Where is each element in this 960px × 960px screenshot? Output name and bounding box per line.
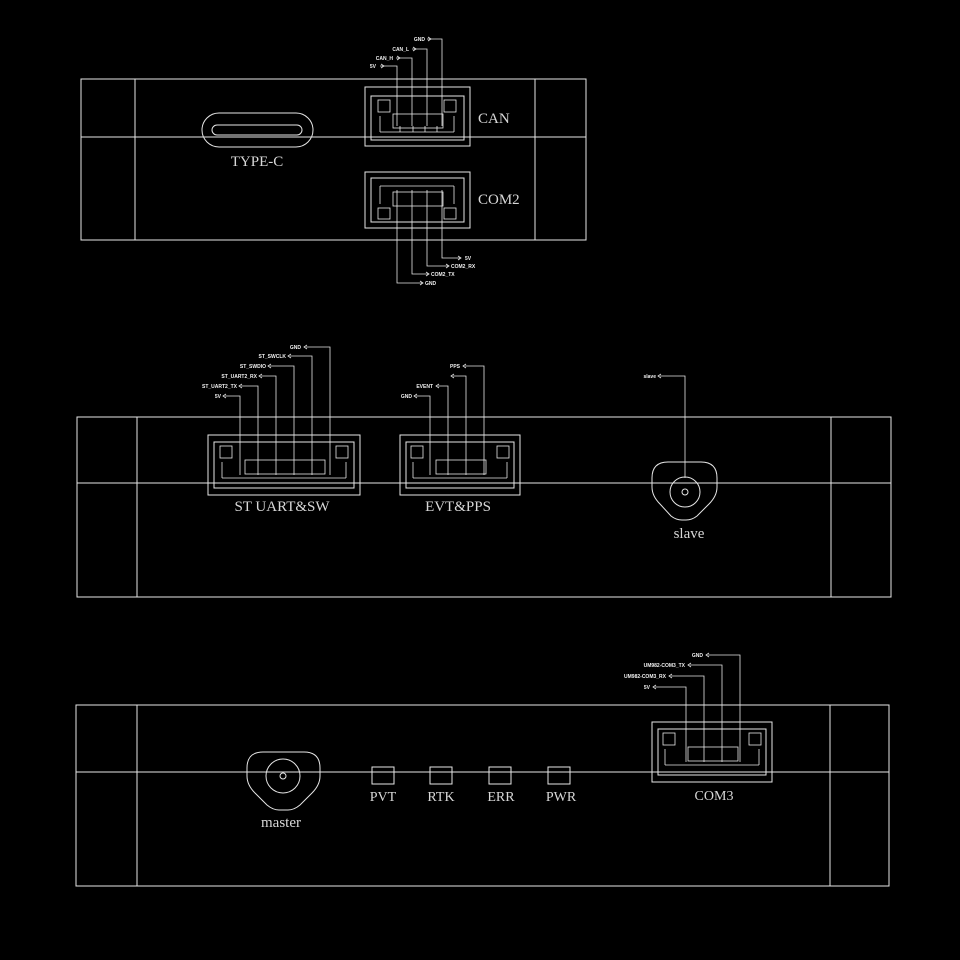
can-pin-can-h: CAN_H [376, 56, 394, 62]
led-rtk: RTK [427, 766, 455, 805]
evt-pin-leads: PPS EVENT GND [401, 363, 485, 475]
evt-pps-label: EVT&PPS [425, 499, 491, 515]
st-pin-uart2-tx: ST_UART2_TX [202, 384, 238, 390]
com3-pin-tx: UM982-COM3_TX [644, 663, 686, 669]
led-pvt: PVT [370, 766, 397, 805]
com3-pin-5v: 5V [644, 685, 651, 691]
com2-pin-gnd: GND [425, 281, 437, 287]
led-label-pwr: PWR [546, 790, 577, 805]
bottom-panel: master PVT RTK ERR PWR C [75, 652, 890, 887]
com2-pin-5v: 5V [465, 256, 472, 262]
st-pin-leads: GND ST_SWCLK ST_SWDIO ST_UART2_RX ST_UAR… [202, 344, 331, 475]
type-c-label: TYPE-C [231, 154, 284, 170]
com2-pin-leads: 5V COM2_RX COM2_TX GND [396, 190, 476, 287]
com2-pin-rx: COM2_RX [451, 264, 476, 270]
can-connector: CAN [364, 86, 510, 147]
middle-panel: ST UART&SW GND ST_SWCLK ST_SWDIO ST_UART… [76, 344, 892, 598]
st-uart-sw-connector: ST UART&SW [207, 434, 361, 515]
can-pin-5v: 5V [370, 64, 377, 70]
top-panel: TYPE-C CAN GND [80, 36, 587, 287]
evt-pin-gnd: GND [401, 394, 413, 400]
slave-antenna-connector: slave slave [643, 373, 718, 542]
led-label-err: ERR [487, 790, 515, 805]
evt-pin-pps: PPS [450, 364, 461, 370]
led-label-rtk: RTK [427, 790, 454, 805]
can-pin-gnd: GND [414, 37, 426, 43]
com2-connector: COM2 [364, 171, 520, 229]
evt-pin-event: EVENT [416, 384, 433, 390]
com3-pin-leads: GND UM982-COM3_TX UM982-COM3_RX 5V [624, 652, 741, 762]
com3-connector: COM3 [651, 721, 773, 804]
slave-label: slave [674, 526, 705, 542]
st-pin-uart2-rx: ST_UART2_RX [221, 374, 257, 380]
slave-pin-label: slave [643, 374, 656, 380]
can-label: CAN [478, 111, 510, 127]
evt-pps-connector: EVT&PPS [399, 434, 521, 515]
com3-pin-gnd: GND [692, 653, 704, 659]
st-pin-5v: 5V [215, 394, 222, 400]
can-pin-can-l: CAN_L [392, 47, 409, 53]
master-label: master [261, 815, 301, 831]
st-uart-sw-label: ST UART&SW [234, 499, 330, 515]
com2-pin-tx: COM2_TX [431, 272, 455, 278]
led-err: ERR [487, 766, 515, 805]
type-c-port: TYPE-C [201, 112, 314, 170]
com3-label: COM3 [695, 789, 734, 804]
com2-label: COM2 [478, 192, 520, 208]
st-pin-swdio: ST_SWDIO [240, 364, 266, 370]
can-pin-leads: GND CAN_L CAN_H 5V [370, 36, 443, 126]
led-label-pvt: PVT [370, 790, 397, 805]
led-pwr: PWR [546, 766, 577, 805]
st-pin-swclk: ST_SWCLK [259, 354, 287, 360]
master-antenna-connector: master [246, 751, 321, 831]
st-pin-gnd: GND [290, 345, 302, 351]
com3-pin-rx: UM982-COM3_RX [624, 674, 667, 680]
